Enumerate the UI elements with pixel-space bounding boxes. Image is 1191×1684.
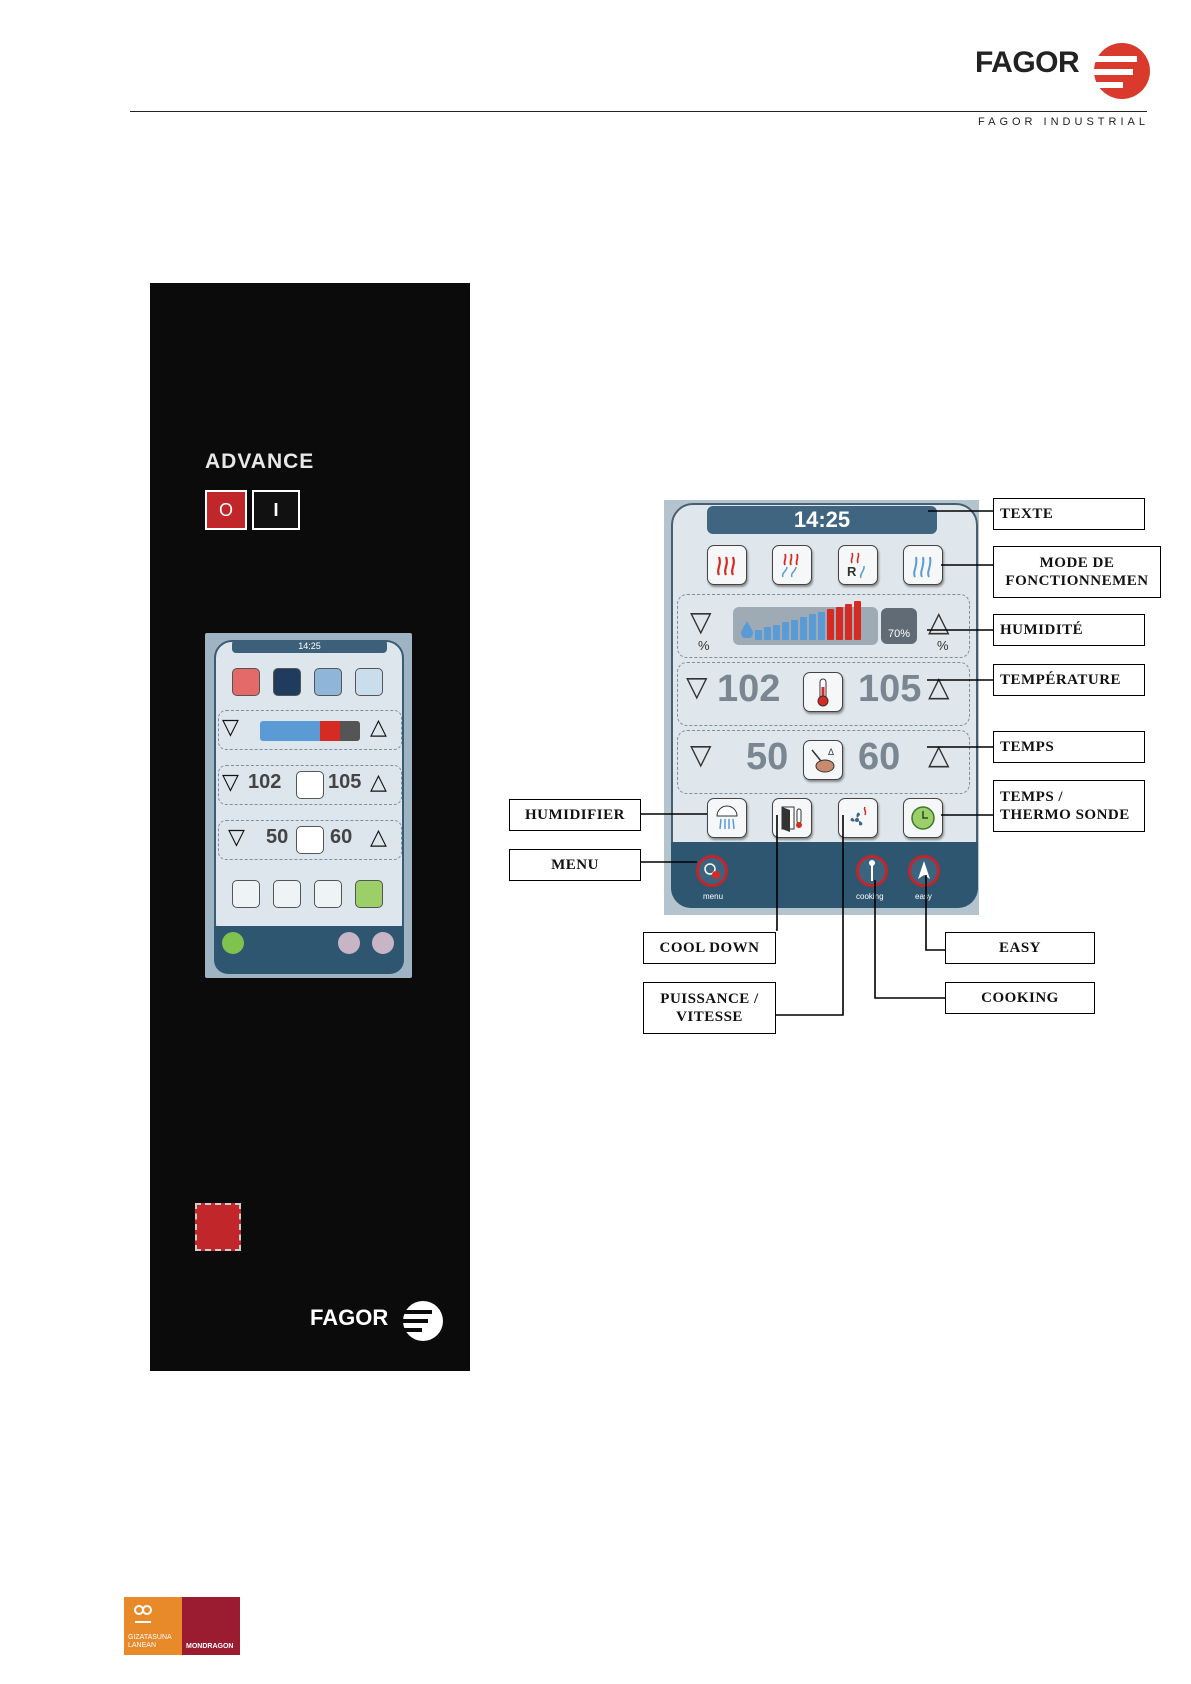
callout-texte: TEXTE xyxy=(993,498,1145,530)
callout-temps-sonde: TEMPS / THERMO SONDE xyxy=(993,780,1145,832)
callout-cool-down: COOL DOWN xyxy=(643,932,776,964)
callout-temps: TEMPS xyxy=(993,731,1145,763)
mondragon-left-text: GIZATASUNA LANEAN xyxy=(128,1634,178,1650)
callout-easy: EASY xyxy=(945,932,1095,964)
mondragon-symbol-icon xyxy=(132,1603,154,1625)
callout-temperature: TEMPÉRATURE xyxy=(993,664,1145,696)
callout-mode: MODE DE FONCTIONNEMEN xyxy=(993,546,1161,598)
callout-menu: MENU xyxy=(509,849,641,881)
callout-humidite: HUMIDITÉ xyxy=(993,614,1145,646)
mondragon-right-text: MONDRAGON xyxy=(186,1643,233,1650)
callout-cooking: COOKING xyxy=(945,982,1095,1014)
callout-humidifier: HUMIDIFIER xyxy=(509,799,641,831)
callout-puissance: PUISSANCE / VITESSE xyxy=(643,982,776,1034)
